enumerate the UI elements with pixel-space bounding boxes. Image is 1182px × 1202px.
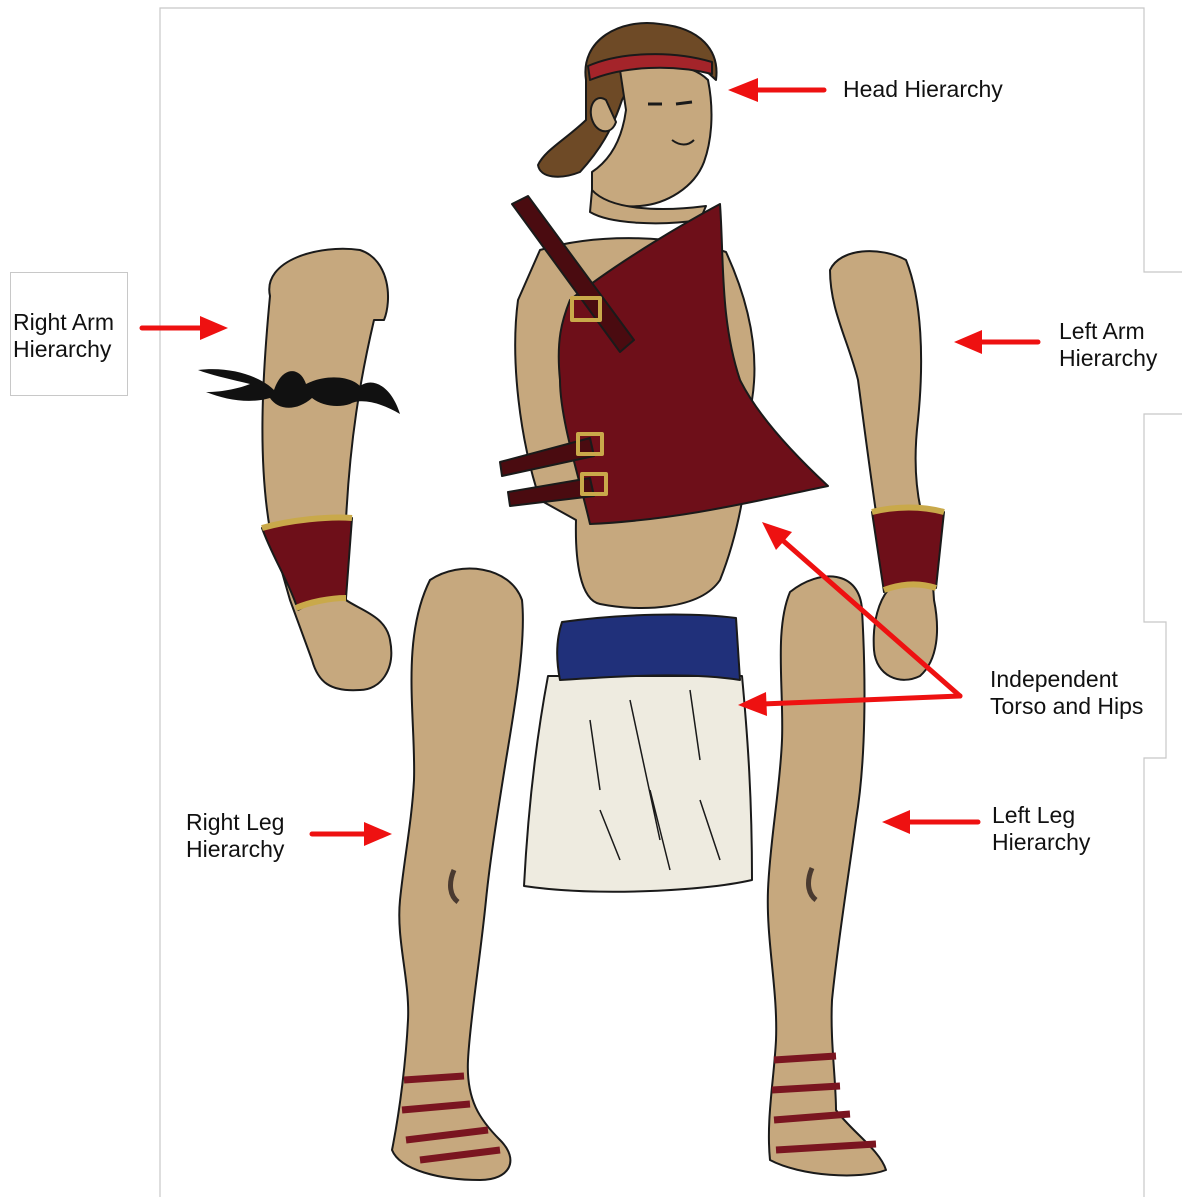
head-hierarchy-label: Head Hierarchy bbox=[843, 76, 1003, 103]
left-bracer bbox=[872, 508, 944, 593]
right-leg-label-line2: Hierarchy bbox=[186, 836, 284, 863]
right-arm-hierarchy-label: Right Arm Hierarchy bbox=[10, 272, 128, 396]
head-arrow-head bbox=[728, 78, 758, 102]
left-leg-label-line2: Hierarchy bbox=[992, 829, 1090, 856]
right-leg-shape bbox=[392, 569, 523, 1180]
right-leg-label-line1: Right Leg bbox=[186, 809, 284, 836]
left-leg-part bbox=[768, 576, 886, 1175]
left-arm-arrow-head bbox=[954, 330, 982, 354]
sash bbox=[557, 615, 740, 680]
right-leg-hierarchy-label: Right Leg Hierarchy bbox=[186, 809, 284, 863]
torso-label-line2: Torso and Hips bbox=[990, 693, 1143, 720]
left-arm-label-line1: Left Arm bbox=[1059, 318, 1157, 345]
right-arm-part bbox=[198, 249, 400, 690]
skirt bbox=[524, 676, 752, 892]
right-arm-label-line2: Hierarchy bbox=[13, 336, 127, 363]
torso-label-line1: Independent bbox=[990, 666, 1143, 693]
right-arm-arrow-head bbox=[200, 316, 228, 340]
right-leg-part bbox=[392, 569, 523, 1180]
hips-part bbox=[524, 615, 752, 892]
left-arm-hierarchy-label: Left Arm Hierarchy bbox=[1059, 318, 1157, 372]
left-leg-arrow-head bbox=[882, 810, 910, 834]
head-part bbox=[538, 23, 717, 223]
torso-hips-label: Independent Torso and Hips bbox=[990, 666, 1143, 720]
left-leg-label-line1: Left Leg bbox=[992, 802, 1090, 829]
left-arm-label-line2: Hierarchy bbox=[1059, 345, 1157, 372]
right-leg-arrow-head bbox=[364, 822, 392, 846]
right-arm-label-line1: Right Arm bbox=[13, 309, 127, 336]
right-arm-shape bbox=[262, 249, 391, 690]
head-label-text: Head Hierarchy bbox=[843, 76, 1003, 103]
left-leg-hierarchy-label: Left Leg Hierarchy bbox=[992, 802, 1090, 856]
